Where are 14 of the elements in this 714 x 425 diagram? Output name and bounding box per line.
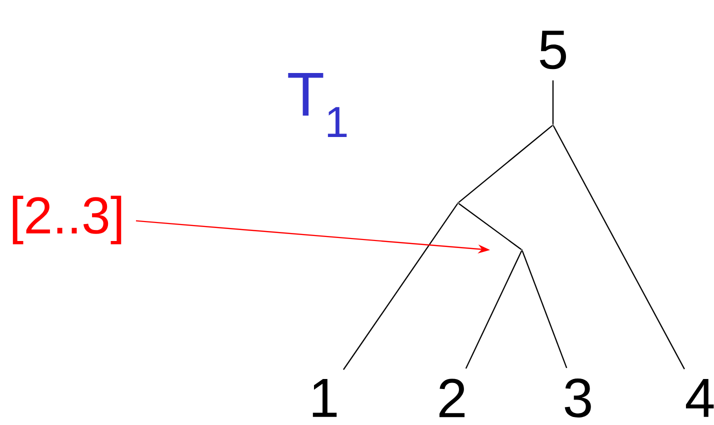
- range-label: [2..3]: [12, 196, 122, 244]
- tree-label: 1: [312, 379, 337, 417]
- tree-branch: [343, 203, 458, 370]
- tree-label: 3: [564, 378, 591, 418]
- tree-branch: [458, 203, 522, 250]
- tree-label: 2: [439, 378, 465, 418]
- tree-title: T$_{1}$: [288, 73, 347, 137]
- tree-branch: [552, 80, 554, 124]
- tree-label: 5: [540, 30, 566, 70]
- tree-label: 4: [686, 379, 714, 417]
- tree-branch: [552, 125, 685, 370]
- tree-branch: [458, 125, 553, 203]
- tree-branch: [465, 250, 522, 369]
- tree-branch: [522, 250, 568, 368]
